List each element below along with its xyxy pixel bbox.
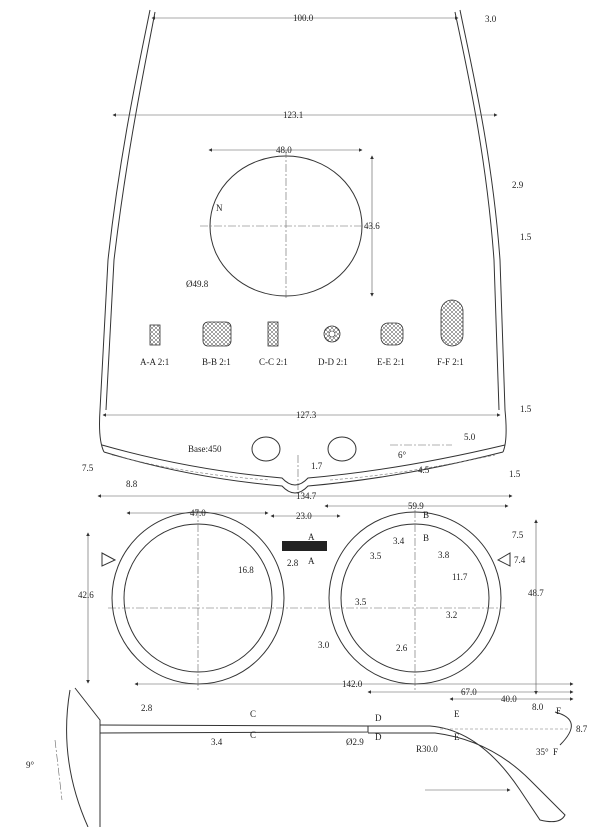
section-marker-a: A (308, 532, 315, 542)
dim-pad-gap: 3.5 (370, 551, 382, 561)
section-marker-a: A (308, 556, 315, 566)
section-marker-d: D (375, 713, 382, 723)
dim-hinge-ext: 7.5 (512, 530, 524, 540)
dim-temple-length: 142.0 (342, 679, 363, 689)
section-marker-d: D (375, 732, 382, 742)
dim-hinge-thk: 2.8 (141, 703, 153, 713)
dim-rim-top: 3.4 (393, 536, 405, 546)
lens-shape: 48.0 43.6 Ø49.8 N (186, 145, 380, 300)
dim-bend-length: 40.0 (501, 694, 517, 704)
dim-temple-tip: 3.0 (485, 14, 497, 24)
front-view: 47.0 23.0 59.9 42.6 16.8 2.8 A A 3.5 3.4… (78, 501, 544, 695)
section-marker-e: E (454, 709, 460, 719)
dim-tip-end: 8.0 (532, 702, 544, 712)
lens-mark: N (216, 203, 223, 213)
dim-rim-low: 3.0 (318, 640, 330, 650)
dim-overall: 134.7 (296, 491, 317, 501)
dim-bend-angle: 35° (536, 747, 549, 757)
section-label: F-F 2:1 (437, 357, 464, 367)
dim-height-left: 42.6 (78, 590, 94, 600)
dim-thickness: 4.5 (418, 465, 430, 475)
dim-tip-length: 67.0 (461, 687, 477, 697)
dim-hinge-span: 127.3 (296, 410, 317, 420)
section-label: A-A 2:1 (140, 357, 169, 367)
section-marker-e: E (454, 732, 460, 742)
dim-rim-bottom: 2.6 (396, 643, 408, 653)
section-label: B-B 2:1 (202, 357, 231, 367)
dim-temple-thk2: 1.5 (520, 232, 532, 242)
dim-hinge-gap: 1.5 (520, 404, 532, 414)
dim-pad-offset: 3.5 (355, 597, 367, 607)
side-view: 142.0 67.0 40.0 8.0 2.8 C C 3.4 D D Ø2.9… (26, 679, 588, 827)
dim-lens-diameter: Ø49.8 (186, 279, 209, 289)
dim-lens-height: 43.6 (364, 221, 380, 231)
dim-bridge-thk: 2.8 (287, 558, 299, 568)
dim-radius: R30.0 (416, 744, 438, 754)
dim-bridge: 23.0 (296, 511, 312, 521)
dim-half-width: 59.9 (408, 501, 424, 511)
top-view: 100.0 3.0 123.1 2.9 1.5 (99, 9, 532, 411)
dim-end-width: 5.0 (464, 432, 476, 442)
section-label: D-D 2:1 (318, 357, 348, 367)
dim-wire-dia: Ø2.9 (346, 737, 364, 747)
plan-view: 127.3 1.5 Base:450 5.0 6° 4.5 1.7 7.5 8.… (82, 404, 532, 501)
sections: A-A 2:1 B-B 2:1 C-C 2:1 D-D 2:1 E-E 2:1 … (140, 299, 464, 367)
dim-rim-upper: 3.8 (438, 550, 450, 560)
dim-bridge-height: 16.8 (238, 565, 254, 575)
label-base: Base:450 (188, 444, 222, 454)
section-label: E-E 2:1 (377, 357, 405, 367)
dim-deco-height: 3.4 (211, 737, 223, 747)
section-marker-f: F (556, 706, 561, 716)
dim-lug-a: 7.5 (82, 463, 94, 473)
dim-end-gap: 1.5 (509, 469, 521, 479)
dim-temple-outer: 123.1 (283, 110, 303, 120)
section-label: C-C 2:1 (259, 357, 288, 367)
dim-tilt: 9° (26, 760, 35, 770)
dim-angle: 6° (398, 450, 407, 460)
dim-lens-width: 48.0 (276, 145, 292, 155)
dim-total-height: 48.7 (528, 588, 544, 598)
dim-hinge-y: 11.7 (452, 572, 468, 582)
dim-tip-height: 8.7 (576, 724, 588, 734)
section-marker-b: B (423, 533, 429, 543)
section-marker-c: C (250, 709, 256, 719)
dim-lens-width-front: 47.0 (190, 508, 206, 518)
section-marker-f: F (553, 747, 558, 757)
section-marker-c: C (250, 730, 256, 740)
dim-rim-side: 3.2 (446, 610, 457, 620)
dim-bridge-drop: 1.7 (311, 461, 323, 471)
dim-temple-inner: 100.0 (293, 13, 314, 23)
dim-temple-thk1: 2.9 (512, 180, 524, 190)
dim-hinge-h: 7.4 (514, 555, 526, 565)
dim-lug-b: 8.8 (126, 479, 138, 489)
section-marker-b: B (423, 510, 429, 520)
